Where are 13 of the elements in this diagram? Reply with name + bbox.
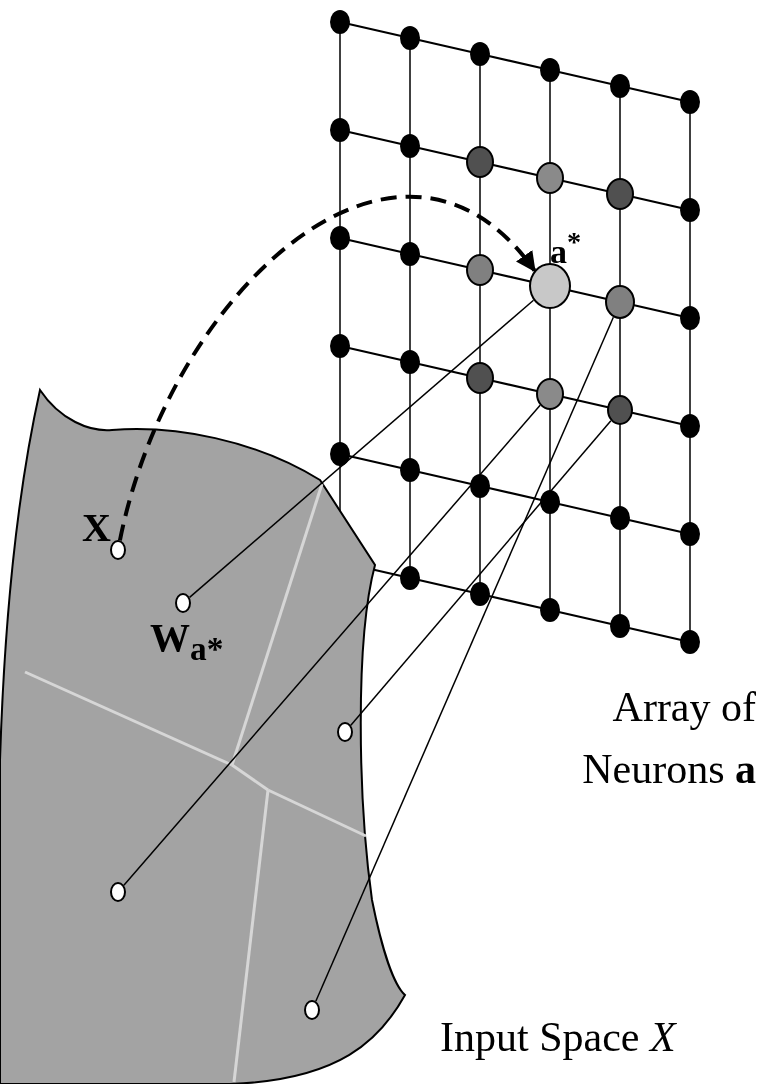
neuron — [605, 285, 635, 319]
connection-line — [315, 316, 615, 1002]
neuron — [607, 395, 633, 425]
connection-line — [123, 404, 541, 886]
neuron-label: a$^{*}$ — [550, 226, 582, 271]
space-caption: Input Space X — [440, 1013, 676, 1062]
mapping-arrow — [118, 195, 536, 541]
point-label: W$_{a*}$ — [150, 616, 224, 668]
neuron — [529, 263, 571, 309]
grid-caption: Array of Neurons a — [581, 683, 756, 794]
point-label: X — [82, 506, 111, 550]
connection-line — [188, 299, 535, 599]
neuron — [536, 378, 564, 410]
